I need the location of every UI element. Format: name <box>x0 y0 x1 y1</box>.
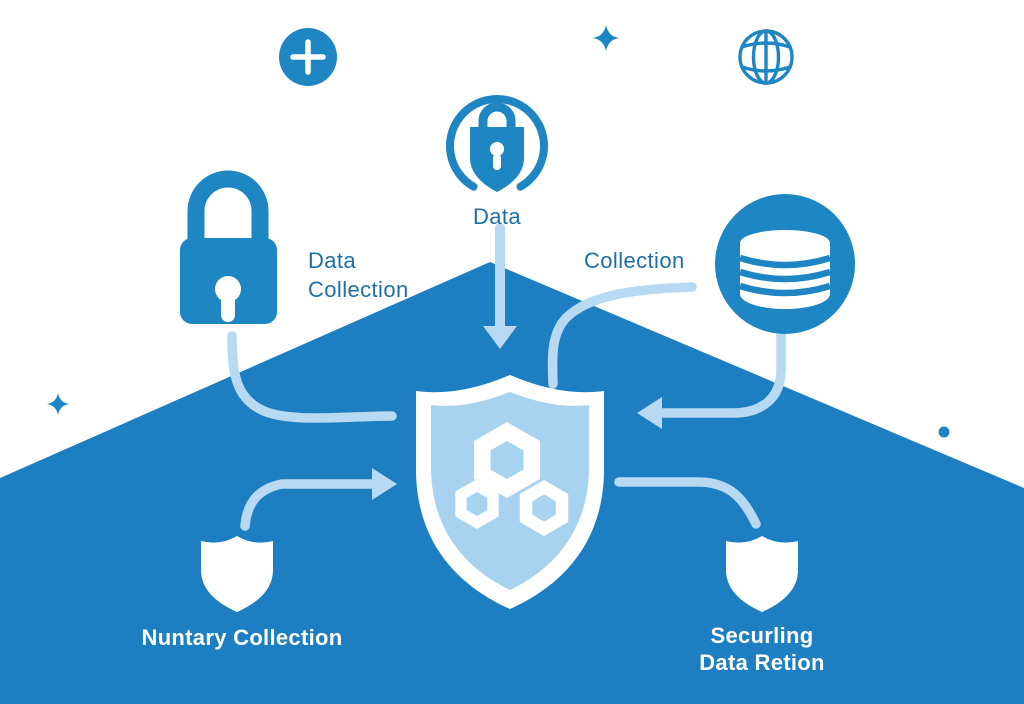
label-data-collection: Data Collection <box>308 248 409 303</box>
right-arrowhead <box>372 468 397 500</box>
dot-icon <box>938 426 950 438</box>
connector-collection-curve <box>547 282 697 389</box>
globe-icon <box>738 29 794 85</box>
small-shield-right-icon <box>726 536 798 612</box>
left-arrowhead <box>637 397 662 429</box>
label-bottom-right: Securling Data Retion <box>699 623 825 676</box>
bottom-left-arrow-shaft <box>240 479 379 531</box>
label-collection: Collection <box>584 248 685 273</box>
down-arrowhead <box>483 326 517 349</box>
database-icon <box>715 194 855 334</box>
arrowheads <box>372 326 662 500</box>
label-bottom-left: Nuntary Collection <box>141 625 343 650</box>
plus-circle-icon <box>279 28 337 86</box>
connector-left-curve <box>227 331 397 423</box>
connector-bottom-right <box>614 477 761 529</box>
connectors <box>227 223 786 531</box>
sparkle-icon <box>593 25 619 51</box>
hexagon-cluster-icon <box>455 422 569 536</box>
small-shield-left-icon <box>201 536 273 612</box>
padlock-icon <box>180 170 277 324</box>
sparkle-icon <box>47 393 69 415</box>
label-data: Data <box>472 204 522 229</box>
lock-in-circle-icon <box>446 95 548 192</box>
shield-hexagons-icon <box>416 375 604 609</box>
database-arrow-shaft <box>655 329 786 418</box>
